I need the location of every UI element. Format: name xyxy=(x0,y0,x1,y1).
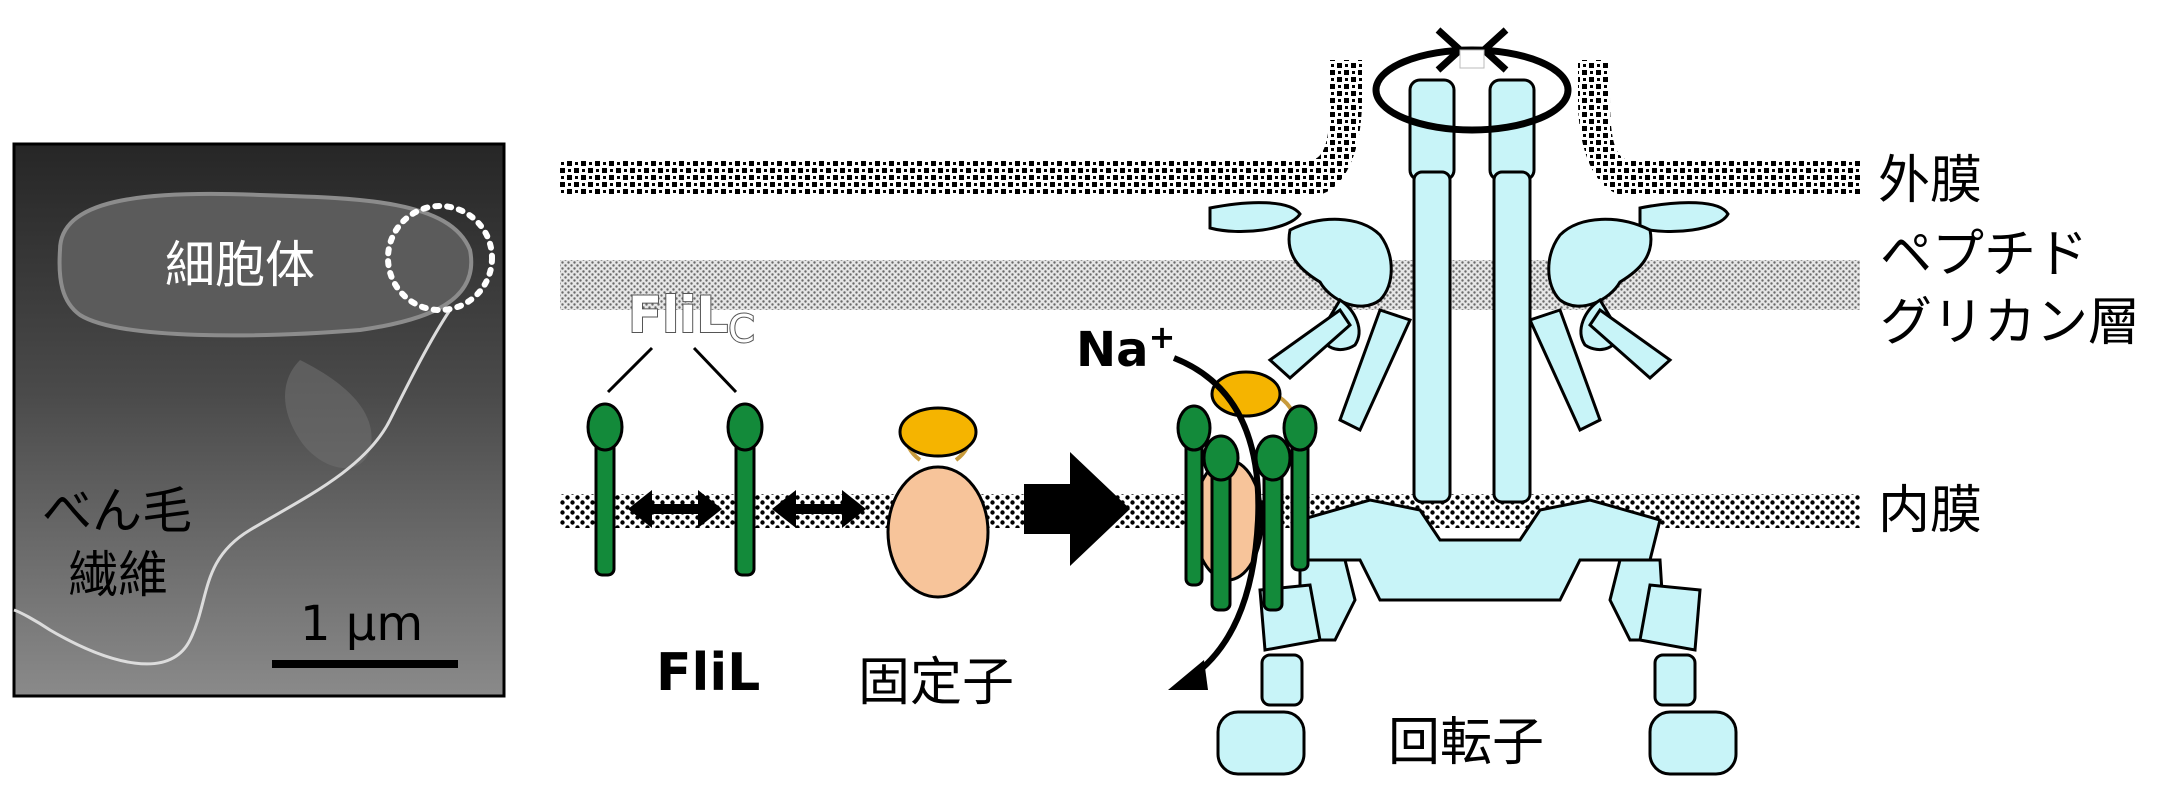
interaction-arrow-1 xyxy=(628,490,722,528)
flil-right xyxy=(726,402,764,577)
electron-micrograph: 細胞体 べん毛 繊維 1 μm xyxy=(12,142,506,698)
rotation-indicator xyxy=(1372,27,1572,134)
ion-flow-arrow xyxy=(1172,355,1262,681)
stator-cap xyxy=(898,406,978,458)
inner-membrane-label: 内膜 xyxy=(1878,481,1982,541)
peptidoglycan-layer xyxy=(560,260,1860,310)
flagellum-label-line2: 繊維 xyxy=(68,546,168,604)
scale-bar xyxy=(272,660,458,668)
flagellum-fiber xyxy=(13,309,452,666)
outer-membrane-right xyxy=(1578,60,1860,196)
outer-membrane-left xyxy=(560,60,1362,196)
flil-label: FliL xyxy=(656,643,760,703)
stator xyxy=(886,406,990,599)
flagellum-label-line1: べん毛 xyxy=(42,482,192,540)
rotor-assembly xyxy=(1208,78,1738,776)
flil-pair xyxy=(586,346,866,577)
stator-body xyxy=(886,465,990,599)
ion-label: Na+ xyxy=(1076,318,1175,378)
flil-c-label: FliLC xyxy=(628,286,755,351)
stator-label: 固定子 xyxy=(858,653,1014,713)
cell-body-shape xyxy=(57,191,474,338)
cell-body-inner-shadow xyxy=(285,360,372,469)
interaction-arrow-2 xyxy=(772,490,866,528)
outer-membrane-label: 外膜 xyxy=(1878,151,1982,211)
motor-location-circle xyxy=(385,203,495,313)
peptidoglycan-label-line1: ペプチド xyxy=(1880,225,2088,285)
assembly-arrow xyxy=(1024,452,1130,566)
cell-body-label: 細胞体 xyxy=(165,236,315,294)
peptidoglycan-label-line2: グリカン層 xyxy=(1880,293,2140,353)
scale-bar-label: 1 μm xyxy=(300,596,423,652)
rotor-label: 回転子 xyxy=(1388,713,1544,773)
stator-flil-complex xyxy=(1168,355,1318,690)
flil-left xyxy=(586,402,624,577)
